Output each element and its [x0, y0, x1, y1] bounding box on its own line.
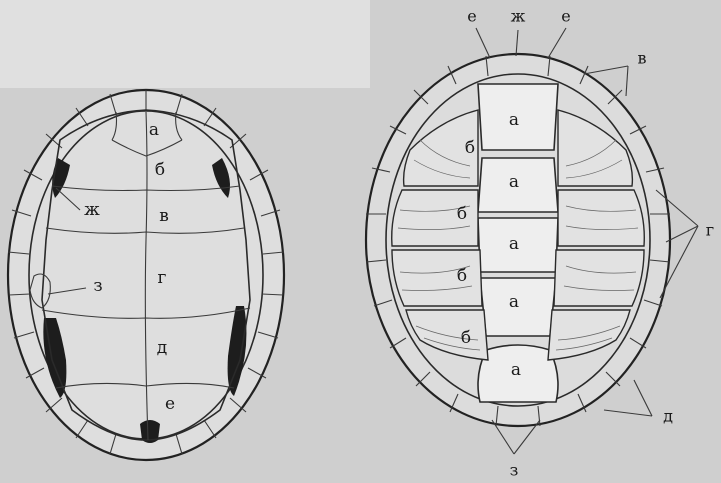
- carapace-label-a-2: а: [509, 172, 519, 192]
- plastron-label-a: а: [149, 120, 159, 140]
- plastron-outer-edge: [8, 90, 284, 460]
- plastron-label-g: г: [158, 268, 167, 288]
- carapace-label-a-5: а: [511, 360, 521, 380]
- carapace-label-b-3: б: [457, 266, 467, 286]
- background-band: [0, 0, 370, 88]
- carapace-label-e-right: е: [561, 7, 570, 26]
- carapace-label-e-left: е: [467, 7, 476, 26]
- carapace-label-g: г: [706, 221, 714, 240]
- carapace-label-zh: ж: [511, 7, 526, 26]
- carapace-label-a-3: а: [509, 234, 519, 254]
- plastron-label-d: д: [157, 338, 167, 358]
- plastron-label-e: е: [165, 394, 175, 414]
- plastron-label-zh: ж: [84, 200, 100, 220]
- plastron-drawing: а б в г д е ж з: [8, 90, 284, 460]
- plastron-label-b: б: [155, 160, 165, 180]
- carapace-label-b-2: б: [457, 204, 467, 224]
- carapace-label-z: з: [510, 461, 519, 480]
- carapace-label-d: д: [663, 407, 673, 426]
- carapace-label-v: в: [637, 49, 646, 68]
- carapace-drawing: а а а а а б б б б е ж е в г д з: [366, 7, 714, 480]
- plastron-label-z: з: [93, 276, 102, 296]
- carapace-label-b-1: б: [465, 138, 475, 158]
- carapace-label-b-4: б: [461, 328, 471, 348]
- carapace-label-a-4: а: [509, 292, 519, 312]
- plastron-label-v: в: [159, 206, 169, 226]
- carapace-label-a-1: а: [509, 110, 519, 130]
